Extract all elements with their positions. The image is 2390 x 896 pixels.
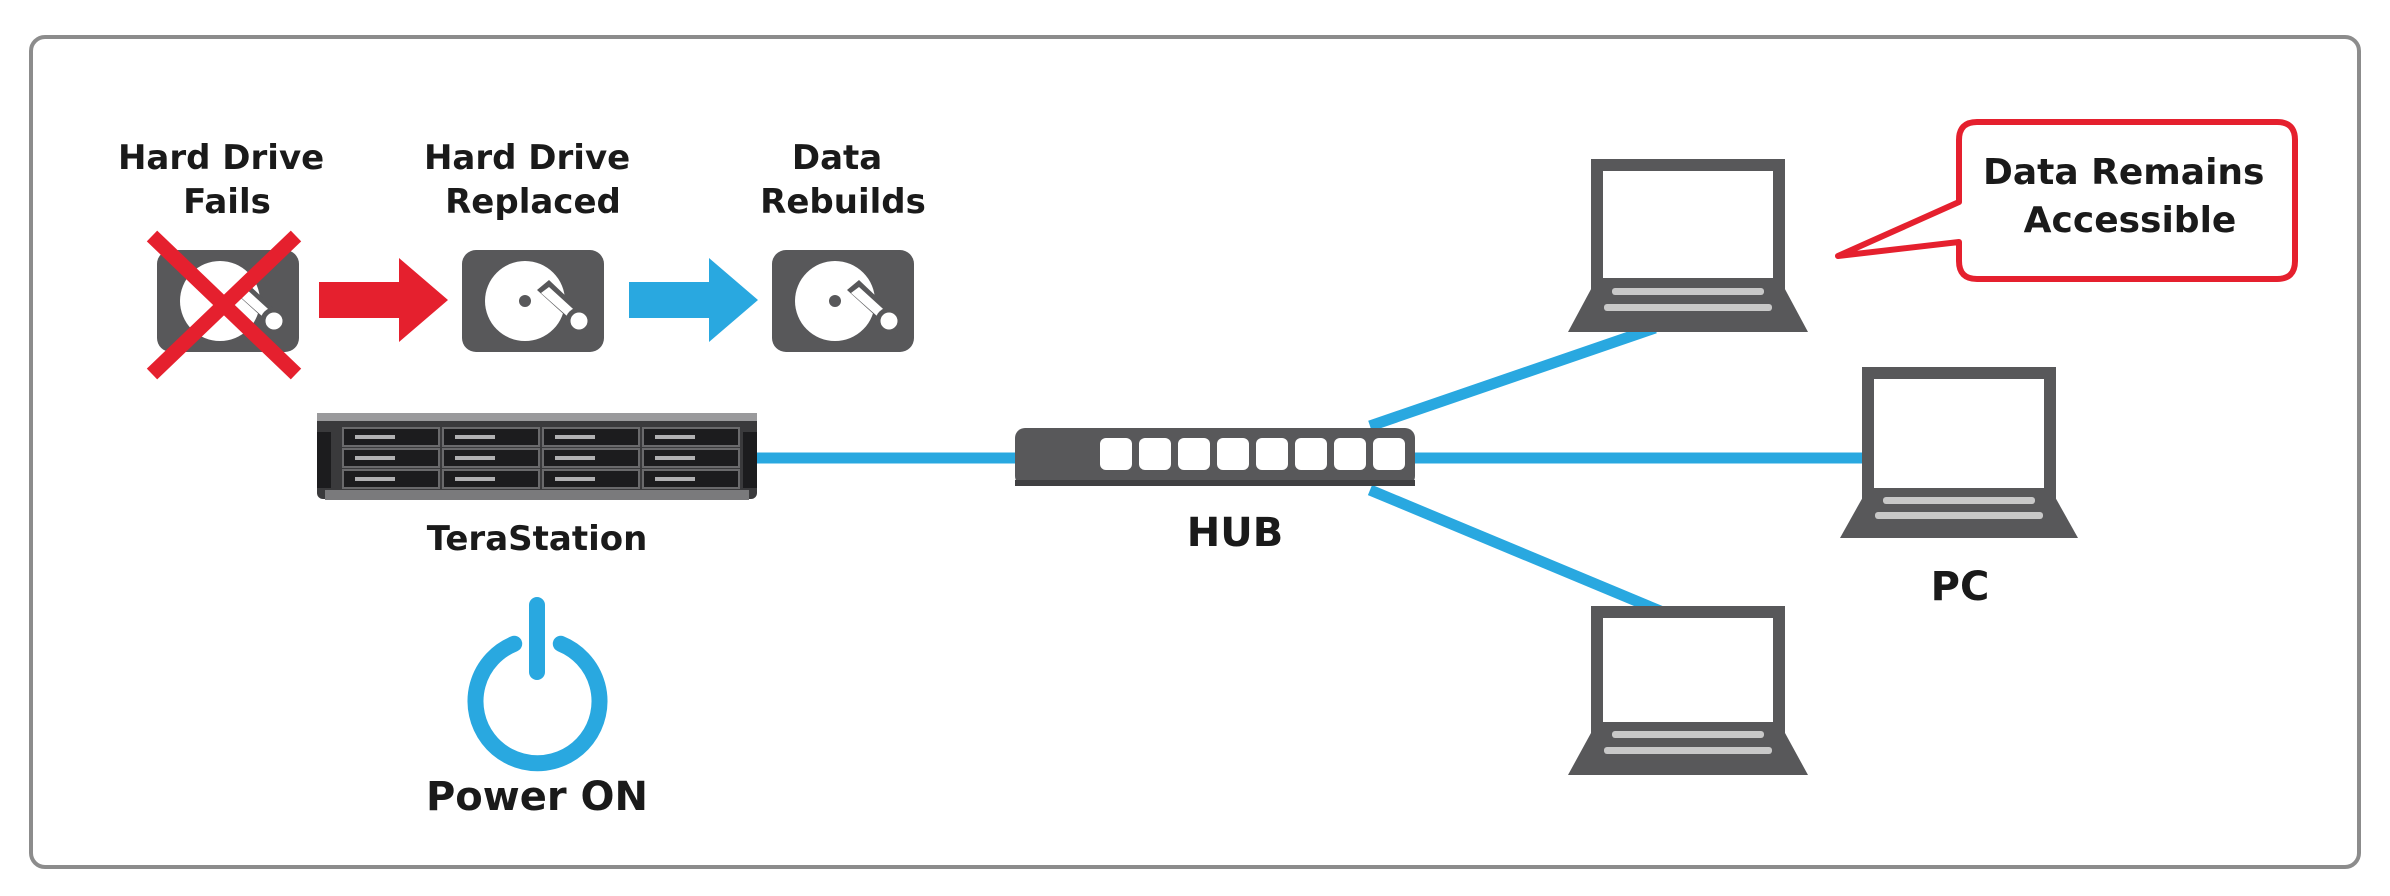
callout-text: Data Remains Accessible [1983, 152, 2277, 241]
power-icon [467, 597, 608, 772]
hub-label: HUB [1187, 510, 1283, 556]
network-cables [755, 322, 1870, 619]
laptop-icon [1840, 367, 2078, 538]
step-label-replaced: Hard Drive Replaced [424, 138, 642, 222]
step-label-fails: Hard Drive Fails [118, 138, 336, 222]
network-hub-icon [1015, 428, 1415, 486]
speech-callout [1835, 119, 2298, 282]
step-label-rebuilds: Data Rebuilds [760, 138, 926, 222]
arrow-right-icon [319, 258, 448, 342]
laptop-icon [1568, 159, 1808, 332]
arrow-right-icon [629, 258, 758, 342]
pc-label: PC [1931, 564, 1990, 610]
failed-x-icon [146, 230, 302, 380]
nas-label: TeraStation [427, 519, 648, 559]
laptop-icon [1568, 606, 1808, 775]
hard-drive-icon [772, 250, 914, 352]
nas-server-icon [317, 413, 757, 500]
power-label: Power ON [426, 774, 648, 820]
hard-drive-icon [462, 250, 604, 352]
